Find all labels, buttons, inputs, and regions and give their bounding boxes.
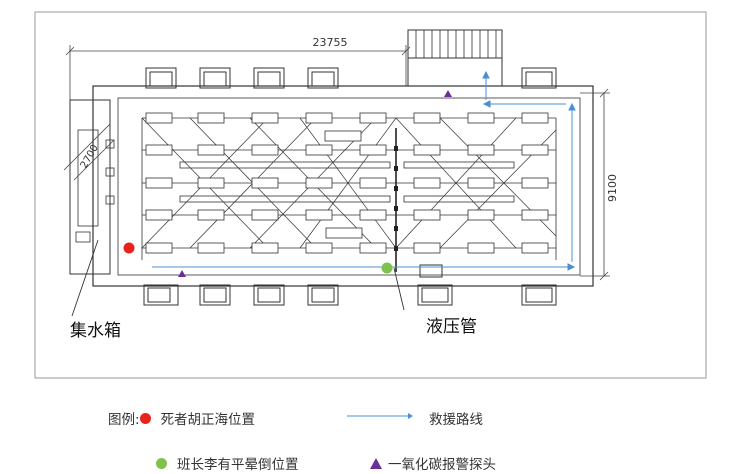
sump-slot-3: [105, 195, 115, 205]
bottom-column-boxes: [143, 264, 557, 306]
legend-prefix: 图例:: [108, 412, 140, 428]
legend-rescue-route-label: 救援路线: [429, 412, 483, 428]
legend-monitor-label: 班长李有平晕倒位置: [177, 457, 299, 473]
building-outline: [92, 85, 594, 287]
sump-callout-leader: [71, 239, 99, 317]
sump-slot-2: [105, 167, 115, 177]
legend-row-1: 图例: 死者胡正海位置: [108, 408, 255, 428]
length-dimension-line: [65, 45, 411, 100]
offset-dimension-line: [63, 123, 115, 181]
sump-wing: [69, 99, 111, 275]
building-inner-wall: [117, 97, 581, 276]
legend-deceased-label: 死者胡正海位置: [160, 412, 256, 428]
stair-treads: [415, 30, 497, 58]
dimension-length-label: 23755: [313, 36, 348, 49]
dimension-width-label: 9100: [606, 174, 619, 202]
scaffold-panels: [145, 112, 549, 254]
drawing-frame: [34, 11, 707, 379]
hydraulic-pipe-label: 液压管: [426, 317, 477, 337]
top-column-boxes: [145, 67, 557, 89]
rescue-route-arrow-icon: [347, 413, 413, 419]
pipe-callout-leader: [393, 267, 405, 311]
sump-label: 集水箱: [70, 321, 121, 341]
hydraulic-pipe-joints: [394, 146, 398, 251]
deceased-dot-icon: [139, 412, 151, 424]
legend-row-3: 一氧化碳报警探头: [370, 453, 496, 473]
rescue-route-path: [152, 70, 576, 271]
floor-plan-diagram: 23755 9100 2700: [34, 11, 707, 379]
legend-co-sensor-label: 一氧化碳报警探头: [388, 457, 496, 473]
co-sensor-triangle-icon: [370, 457, 382, 469]
legend-row-2: 班长李有平晕倒位置: [156, 453, 299, 473]
sump-slot-4: [75, 231, 91, 243]
co-sensor-marker-2: [178, 270, 186, 277]
co-sensor-marker-1: [444, 90, 452, 97]
sump-box: [77, 129, 99, 227]
sump-slot-1: [105, 139, 115, 149]
monitor-dot-icon: [156, 457, 167, 469]
deceased-position-marker: [123, 242, 135, 254]
monitor-position-marker: [381, 262, 393, 274]
width-dimension-line: [580, 88, 610, 281]
horizontal-beams: [179, 161, 515, 203]
